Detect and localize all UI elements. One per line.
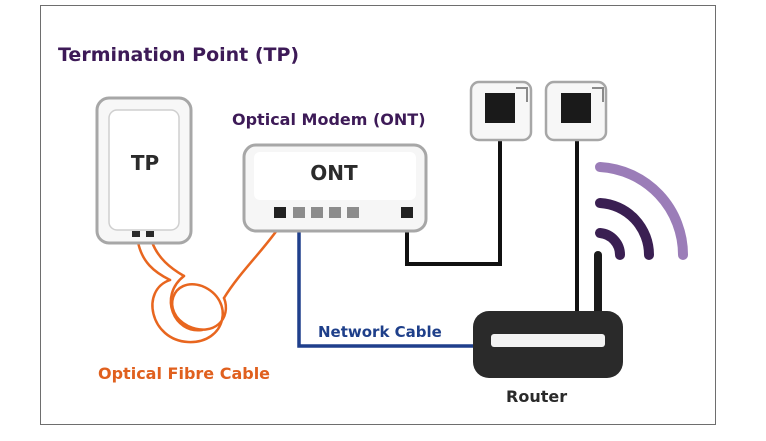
termination-point-title: Termination Point (TP): [58, 44, 300, 66]
ont-caption: Optical Modem (ONT): [232, 110, 426, 129]
optical-fibre-cable-label: Optical Fibre Cable: [98, 364, 271, 383]
phone-socket-icon: [469, 80, 533, 142]
phone-cable-ont-to-socket-1: [405, 128, 502, 266]
phone-line-cables: [405, 128, 579, 318]
router-device: [473, 251, 623, 378]
router-label: Router: [506, 387, 568, 406]
tp-box-label: TP: [131, 151, 159, 175]
phone-socket-icon: [544, 80, 608, 142]
wifi-signal-icon: [595, 162, 689, 260]
network-cable: [297, 226, 480, 348]
termination-point-box: TP: [95, 96, 193, 245]
ont-box-label: ONT: [310, 161, 358, 185]
ont-ports: [274, 207, 413, 218]
network-cable-label: Network Cable: [318, 323, 442, 341]
optical-fibre-cable: [136, 224, 282, 344]
ont-device: ONT: [242, 143, 428, 233]
